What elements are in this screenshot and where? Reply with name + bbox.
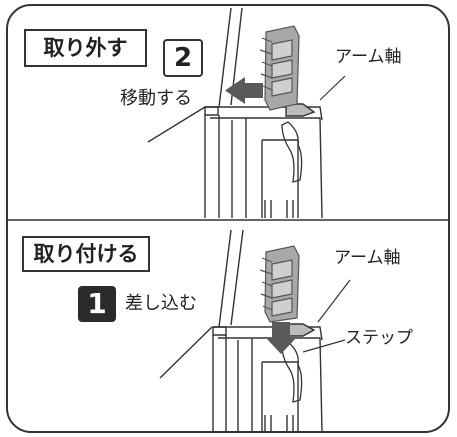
remove-title: 取り外す: [43, 35, 128, 60]
remove-step-number: 2: [173, 43, 193, 73]
remove-illustration: [147, 7, 346, 219]
attach-title-box: 取り付ける: [22, 236, 150, 272]
insert-arrow: [266, 322, 296, 354]
attach-step-label: ステップ: [345, 328, 413, 348]
door-edge-1: [218, 7, 232, 108]
attach-action-label: 差し込む: [125, 293, 197, 314]
remove-action-label: 移動する: [120, 88, 192, 109]
lid-edge: [147, 106, 206, 143]
attach-illustration: [159, 229, 351, 433]
remove-title-box: 取り外す: [24, 29, 147, 67]
move-arrow: [225, 77, 263, 104]
attach-step-number-badge: 1: [78, 286, 116, 322]
attach-title: 取り付ける: [33, 241, 139, 266]
outer-frame: [6, 4, 450, 433]
lid-edge-2: [159, 326, 213, 379]
attach-step-number: 1: [87, 287, 107, 320]
attach-arm-axis-label: アーム軸: [334, 248, 401, 268]
remove-arm-axis-label: アーム軸: [335, 47, 402, 67]
remove-step-number-badge: 2: [163, 39, 203, 77]
